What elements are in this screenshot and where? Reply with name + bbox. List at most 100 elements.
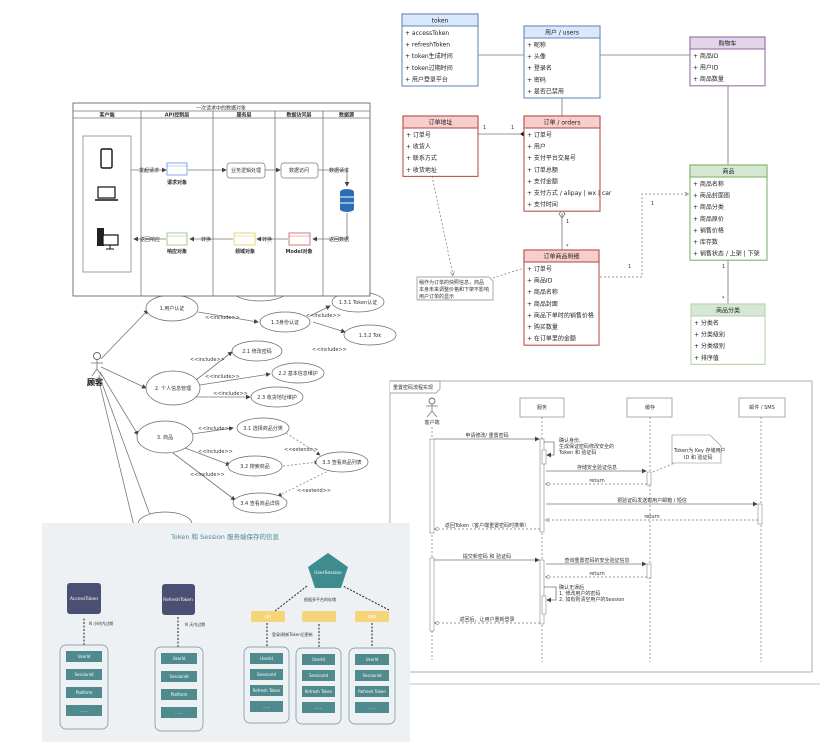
convert-label: 转换 bbox=[262, 236, 272, 243]
token-field bbox=[355, 654, 389, 665]
class-header bbox=[690, 303, 766, 317]
token-field-label: Platform bbox=[171, 692, 188, 697]
note-line: 本身未来调整价格和下架不影响 bbox=[419, 286, 489, 293]
usecase-label: 3.3 查看商品列表 bbox=[322, 459, 362, 466]
message-label: 1. 修改用户的密码 bbox=[559, 590, 600, 597]
uml-class: 商品分类+ 分类名+ 分类级别+ 分类级别+ 排序值 bbox=[690, 303, 766, 365]
token-field bbox=[161, 671, 197, 682]
token-field bbox=[355, 686, 389, 697]
return-label: return bbox=[644, 514, 659, 520]
sequence-note: Token为 Key 存储用户 ID 和 验证码 bbox=[671, 434, 725, 464]
uml-class: 用户 / users+ 昵称+ 头像+ 登录名+ 密码+ 是否已禁用 bbox=[523, 25, 601, 99]
class-attribute: + 登录名 bbox=[527, 64, 552, 72]
class-attribute: + 联系方式 bbox=[406, 154, 437, 162]
token-field bbox=[250, 685, 283, 696]
note-link-address bbox=[431, 175, 453, 275]
token-field bbox=[250, 669, 283, 680]
usecase-ellipse bbox=[271, 362, 325, 384]
usecase-ellipse bbox=[236, 417, 290, 439]
token-field bbox=[66, 669, 102, 680]
actor-customer: 顾客 bbox=[87, 352, 104, 387]
sequence-title: 重置密码流程实现 bbox=[393, 384, 433, 391]
sequence-messages bbox=[434, 436, 758, 623]
panel-title: Token 和 Session 服务端保存的信息 bbox=[170, 532, 279, 541]
usecase-ellipse bbox=[315, 451, 369, 473]
request-object bbox=[166, 162, 188, 176]
use-case-diagram: 顾客 <<include>> <<include>> <<include>> <… bbox=[87, 280, 397, 537]
platform-box bbox=[302, 611, 336, 622]
token-field bbox=[302, 670, 335, 681]
column-header: 服务层 bbox=[236, 112, 251, 119]
class-attribute: + 用户登录平台 bbox=[405, 75, 448, 83]
class-attribute: + 商品ID bbox=[693, 52, 719, 60]
mult-label: 1 bbox=[566, 219, 569, 225]
column-header: 数据源 bbox=[339, 112, 354, 119]
usecase-label: 3.2 搜索商品 bbox=[240, 463, 270, 470]
convert-label: 转换 bbox=[201, 236, 211, 243]
token-field-label: ...... bbox=[315, 705, 323, 710]
token-field bbox=[355, 670, 389, 681]
request-label: 发起请求 bbox=[139, 167, 159, 174]
class-attribute: + 订单号 bbox=[527, 131, 552, 139]
class-attribute: + 排序值 bbox=[694, 354, 719, 362]
token-field-label: SessionId bbox=[309, 673, 328, 678]
note-line: 用户订单的显示 bbox=[419, 293, 454, 300]
refresh-expiry-note: N 天内过期 bbox=[185, 621, 205, 627]
uml-class: 购物车+ 商品ID+ 用户ID+ 商品数量 bbox=[689, 36, 766, 87]
class-attribute: + 商品分类 bbox=[693, 203, 724, 211]
model-obj-label: Model对象 bbox=[285, 248, 312, 255]
column-header: 数据访问层 bbox=[286, 112, 311, 119]
column-header: 客户端 bbox=[98, 112, 114, 119]
uml-note: 稍作为订单的快照信息，商品 本身未来调整价格和下架不影响 用户订单的显示 bbox=[416, 276, 494, 301]
column-header: API控制层 bbox=[165, 112, 189, 119]
class-attribute: + token过期时间 bbox=[405, 64, 453, 72]
token-field bbox=[161, 707, 197, 718]
class-attribute: + 销售状态 / 上架 | 下架 bbox=[693, 250, 760, 258]
class-attribute: + 分类级别 bbox=[694, 331, 725, 339]
class-attribute: + 在订单里的金额 bbox=[527, 335, 576, 343]
uml-class: 订单地址+ 订单号+ 收货人+ 联系方式+ 收货地址 bbox=[402, 115, 479, 177]
token-field-label: ...... bbox=[263, 704, 271, 709]
class-title: 用户 / users bbox=[545, 29, 579, 37]
token-field bbox=[302, 702, 335, 713]
access-token-label: AccessToken bbox=[70, 596, 98, 602]
mult-label: * bbox=[722, 296, 725, 302]
usecase-label: 2. 个人信息管理 bbox=[155, 385, 191, 392]
token-field bbox=[250, 701, 283, 712]
include-label: <<include>> bbox=[198, 426, 233, 432]
class-header bbox=[523, 249, 600, 263]
mult-label: 1 bbox=[651, 201, 654, 207]
activations bbox=[429, 438, 763, 632]
uml-associations: 1 1 1 * 1 1 1 * bbox=[431, 54, 729, 304]
class-header bbox=[523, 115, 601, 129]
frame-tag bbox=[390, 380, 441, 394]
class-attribute: + 是否已禁用 bbox=[527, 88, 564, 95]
token-field-label: ...... bbox=[368, 705, 376, 710]
usecase-label: 1.3身份认证 bbox=[271, 319, 299, 326]
usecase-ellipse bbox=[227, 455, 283, 477]
class-attribute: + 购买数量 bbox=[527, 323, 558, 331]
dependency-detail-goods bbox=[600, 194, 688, 278]
class-attribute: + 支付方式 / alipay | wx | car bbox=[527, 189, 612, 197]
class-attribute: + token生成时间 bbox=[405, 52, 453, 60]
usecase-ellipse bbox=[145, 370, 201, 406]
response-object bbox=[166, 232, 188, 246]
message-label: 把验证码发送到用户邮箱 / 短信 bbox=[617, 497, 687, 504]
message-label: 存储安全验证信息 bbox=[577, 464, 617, 471]
message-label: 2. 如有则清空用户的Session bbox=[559, 596, 624, 603]
class-header bbox=[689, 164, 768, 178]
token-field-label: Refresh Token bbox=[358, 689, 386, 694]
phone-icon bbox=[100, 148, 113, 169]
token-field-label: SessionId bbox=[257, 672, 276, 677]
class-attribute: + 销售价格 bbox=[693, 226, 724, 234]
uml-class: 订单商品明细+ 订单号+ 商品ID+ 商品名称+ 商品封面+ 商品下单时的销售价… bbox=[523, 249, 600, 346]
token-field bbox=[302, 654, 335, 665]
extend-label: <<extend>> bbox=[297, 488, 331, 494]
usecase-ellipse bbox=[259, 311, 311, 333]
message-label: 查询重置密码的安全验证信息 bbox=[564, 557, 629, 564]
class-attribute: + 商品名称 bbox=[527, 288, 558, 296]
class-title: 购物车 bbox=[718, 40, 736, 48]
